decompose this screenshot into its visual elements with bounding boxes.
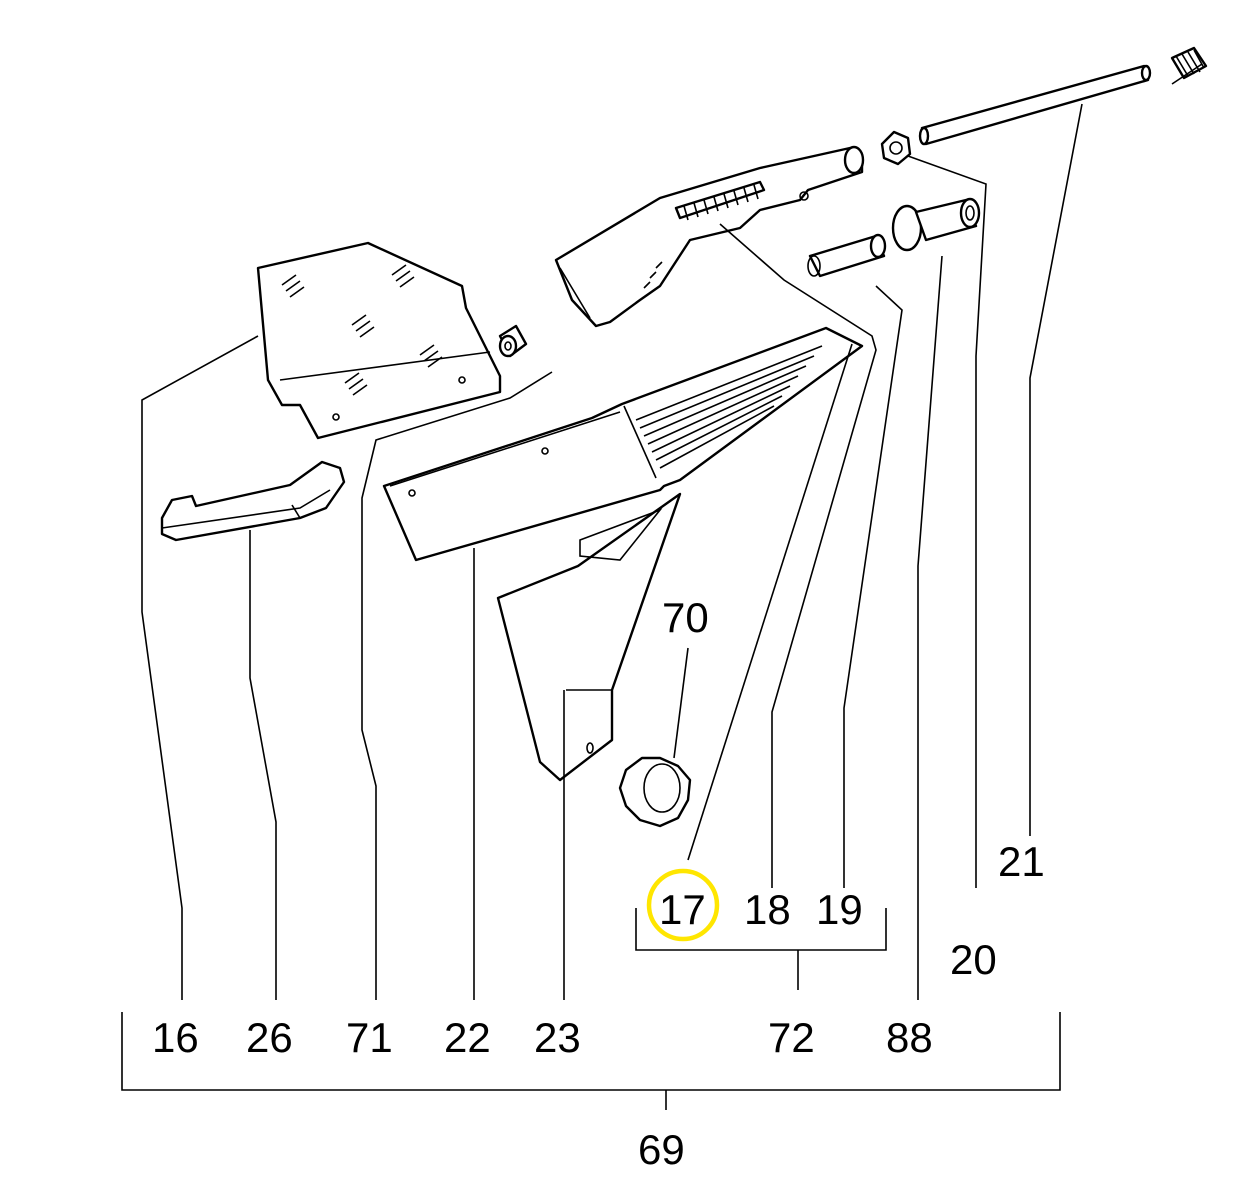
label-72: 72 [768,1014,815,1061]
part-20-nut [880,130,912,166]
label-18: 18 [744,886,791,933]
label-20: 20 [950,936,997,983]
part-71-bushing [498,324,528,358]
bracket-72 [635,908,887,990]
label-21: 21 [998,838,1045,885]
label-26: 26 [246,1014,293,1061]
part-16-guard-plate [256,241,502,440]
part-18-pin [807,233,887,278]
part-21-rod [918,64,1152,146]
label-16: 16 [152,1014,199,1061]
part-17-lever-arm [554,145,865,328]
label-71: 71 [346,1014,393,1061]
part-23-bracket [496,492,682,782]
part-88-bolt [891,197,981,252]
part-26-handle [160,460,346,542]
label-23: 23 [534,1014,581,1061]
part-spring [1170,46,1208,80]
label-70: 70 [662,594,709,641]
bracket-69 [121,1012,1061,1110]
label-19: 19 [816,886,863,933]
label-69: 69 [638,1126,685,1173]
label-17: 17 [659,886,706,933]
label-22: 22 [444,1014,491,1061]
part-22-chute [382,326,864,562]
leader-lines [141,63,1203,1000]
label-88: 88 [886,1014,933,1061]
highlight-circle [646,868,720,942]
part-70-knob [618,756,692,828]
